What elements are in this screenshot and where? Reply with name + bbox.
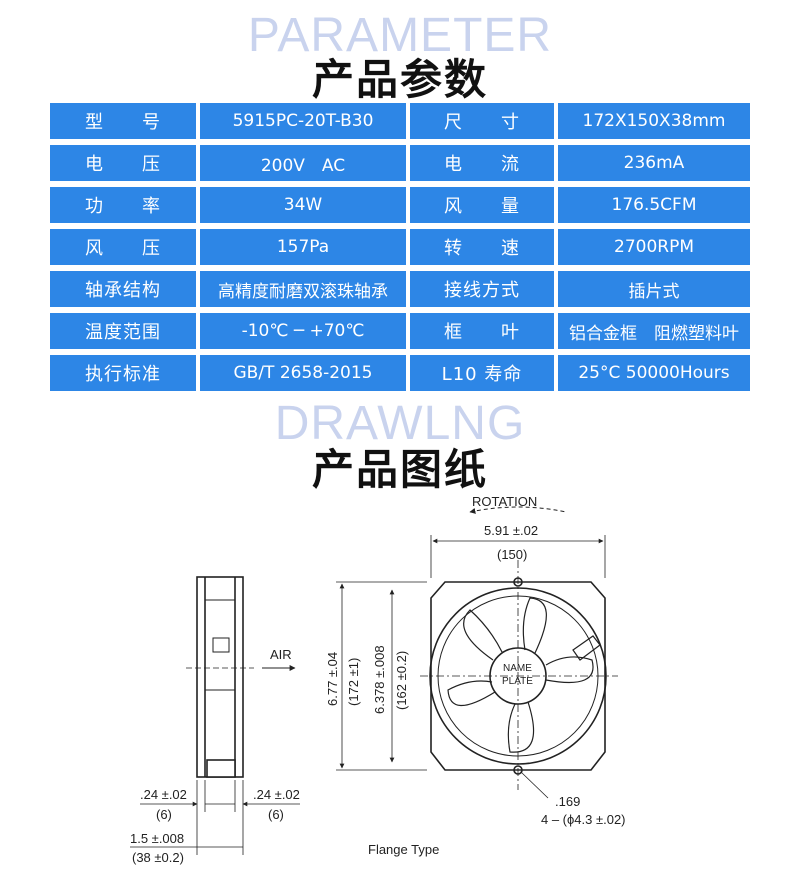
spec-value: 236mA <box>558 145 750 181</box>
inner-height-mm: (162 ±0.2) <box>394 651 409 710</box>
spec-value: 插片式 <box>558 271 750 307</box>
spec-label: 功 率 <box>50 187 196 223</box>
spec-label: 风 量 <box>410 187 554 223</box>
spec-value: 5915PC-20T-B30 <box>200 103 406 139</box>
spec-value: 200V AC <box>200 145 406 181</box>
hole-in: .169 <box>555 794 580 809</box>
spec-label: L10 寿命 <box>410 355 554 391</box>
front-view <box>336 506 618 799</box>
flange-left-mm: (6) <box>156 807 172 822</box>
nameplate-line2: PLATE <box>502 676 533 687</box>
flange-type-label: Flange Type <box>368 842 439 857</box>
spec-label: 框 叶 <box>410 313 554 349</box>
air-label: AIR <box>270 647 292 662</box>
hole-desc: 4 – (ϕ4.3 ±.02) <box>541 812 626 827</box>
spec-value: 34W <box>200 187 406 223</box>
spec-value: 25°C 50000Hours <box>558 355 750 391</box>
parameter-ghost-heading: PARAMETER <box>247 9 553 62</box>
rotation-label: ROTATION <box>472 494 537 509</box>
drawing-title: 产品图纸 <box>311 445 488 494</box>
depth-mm: (38 ±0.2) <box>132 850 184 865</box>
spec-value: 2700RPM <box>558 229 750 265</box>
height-in: 6.77 ±.04 <box>325 652 340 706</box>
spec-label: 风 压 <box>50 229 196 265</box>
spec-label: 接线方式 <box>410 271 554 307</box>
drawing-ghost-heading: DRAWLNG <box>274 397 526 450</box>
nameplate-line1: NAME <box>503 663 532 674</box>
spec-label: 型 号 <box>50 103 196 139</box>
spec-label: 尺 寸 <box>410 103 554 139</box>
spec-label: 电 流 <box>410 145 554 181</box>
depth-in: 1.5 ±.008 <box>130 831 184 846</box>
flange-right-mm: (6) <box>268 807 284 822</box>
spec-value: GB/T 2658-2015 <box>200 355 406 391</box>
width-mm: (150) <box>497 547 527 562</box>
spec-label: 温度范围 <box>50 313 196 349</box>
spec-value: 176.5CFM <box>558 187 750 223</box>
spec-value: 172X150X38mm <box>558 103 750 139</box>
spec-label: 电 压 <box>50 145 196 181</box>
spec-value: 铝合金框 阻燃塑料叶 <box>558 313 750 349</box>
spec-value: -10℃ ─ +70℃ <box>200 313 406 349</box>
spec-value: 高精度耐磨双滚珠轴承 <box>200 271 406 307</box>
spec-value: 157Pa <box>200 229 406 265</box>
height-mm: (172 ±1) <box>346 658 361 706</box>
flange-right-in: .24 ±.02 <box>253 787 300 802</box>
spec-label: 轴承结构 <box>50 271 196 307</box>
side-view <box>130 576 300 855</box>
spec-label: 执行标准 <box>50 355 196 391</box>
width-in: 5.91 ±.02 <box>484 523 538 538</box>
inner-height-in: 6.378 ±.008 <box>372 645 387 714</box>
parameter-title: 产品参数 <box>311 55 488 104</box>
spec-label: 转 速 <box>410 229 554 265</box>
product-drawing: AIR .24 ±.02 (6) .24 ±.02 (6) 1.5 ±.008 … <box>130 494 626 865</box>
flange-left-in: .24 ±.02 <box>140 787 187 802</box>
